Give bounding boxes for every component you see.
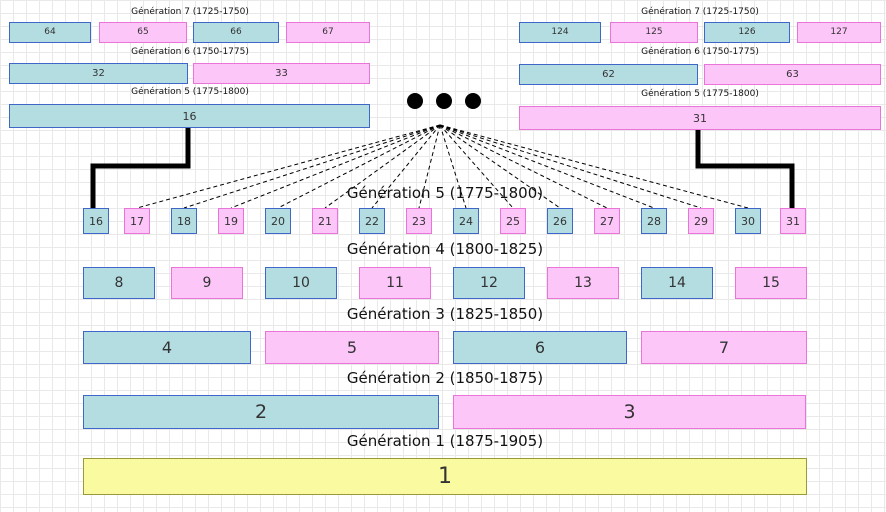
ancestor-box-25: 25 — [500, 208, 526, 234]
ancestor-box-64: 64 — [9, 22, 91, 43]
ancestor-box-22: 22 — [359, 208, 385, 234]
ancestor-box-127: 127 — [797, 22, 881, 43]
ellipsis-dot — [465, 93, 481, 109]
ancestor-box-26: 26 — [547, 208, 573, 234]
ancestor-box-12: 12 — [453, 267, 525, 299]
ancestor-box-21: 21 — [312, 208, 338, 234]
ancestor-box-15: 15 — [735, 267, 807, 299]
ancestor-box-32: 32 — [9, 63, 188, 84]
ancestor-box-29: 29 — [688, 208, 714, 234]
ancestor-box-16: 16 — [83, 208, 109, 234]
ancestor-box-125: 125 — [610, 22, 698, 43]
ancestor-box-66: 66 — [193, 22, 279, 43]
ancestor-box-30: 30 — [735, 208, 761, 234]
ancestor-box-23: 23 — [406, 208, 432, 234]
ancestor-box-18: 18 — [171, 208, 197, 234]
ancestor-box-124: 124 — [519, 22, 601, 43]
fan-line — [439, 124, 561, 209]
ancestor-box-65: 65 — [99, 22, 187, 43]
right-tree-generation-7-label: Génération 7 (1725-1750) — [641, 7, 759, 17]
ancestor-box-10: 10 — [265, 267, 337, 299]
ancestor-box-19: 19 — [218, 208, 244, 234]
ancestor-box-1: 1 — [83, 458, 807, 495]
fan-line — [324, 124, 441, 209]
ancestor-box-31: 31 — [519, 106, 881, 130]
left-tree-generation-6-label: Génération 6 (1750-1775) — [131, 47, 249, 57]
fan-line — [371, 124, 441, 209]
ancestor-box-16: 16 — [9, 104, 370, 128]
ancestor-box-20: 20 — [265, 208, 291, 234]
ellipsis-dot — [436, 93, 452, 109]
ancestor-box-4: 4 — [83, 331, 251, 364]
generation-4-label: Génération 4 (1800-1825) — [346, 240, 544, 258]
ancestor-box-63: 63 — [704, 64, 881, 85]
left-bracket-connector — [90, 128, 191, 208]
fan-line — [418, 124, 441, 209]
ancestor-box-126: 126 — [704, 22, 790, 43]
fan-line — [439, 124, 608, 209]
ancestor-box-7: 7 — [641, 331, 807, 364]
generation-5-label: Génération 5 (1775-1800) — [346, 184, 544, 202]
left-tree-generation-7-label: Génération 7 (1725-1750) — [131, 7, 249, 17]
generation-2-label: Génération 2 (1850-1875) — [346, 369, 544, 387]
ancestor-box-28: 28 — [641, 208, 667, 234]
ancestor-box-62: 62 — [519, 64, 698, 85]
ancestor-box-13: 13 — [547, 267, 619, 299]
ancestor-box-8: 8 — [83, 267, 155, 299]
generation-1-label: Génération 1 (1875-1905) — [346, 432, 544, 450]
right-bracket-connector — [695, 130, 795, 208]
right-tree-generation-5-label: Génération 5 (1775-1800) — [641, 89, 759, 99]
ancestor-box-24: 24 — [453, 208, 479, 234]
fan-line — [439, 124, 467, 209]
fan-line — [136, 124, 441, 209]
ancestor-box-67: 67 — [286, 22, 370, 43]
fan-line — [439, 124, 702, 209]
right-tree-generation-6-label: Génération 6 (1750-1775) — [641, 47, 759, 57]
ancestor-box-11: 11 — [359, 267, 431, 299]
ancestor-box-17: 17 — [124, 208, 150, 234]
fan-line — [183, 124, 441, 209]
left-tree-generation-5-label: Génération 5 (1775-1800) — [131, 87, 249, 97]
ancestor-box-31: 31 — [780, 208, 806, 234]
fan-line — [439, 124, 514, 209]
ancestor-box-3: 3 — [453, 395, 806, 429]
ancestor-box-14: 14 — [641, 267, 713, 299]
ancestor-box-5: 5 — [265, 331, 439, 364]
fan-line — [230, 124, 441, 209]
generation-3-label: Génération 3 (1825-1850) — [346, 305, 544, 323]
ancestor-box-6: 6 — [453, 331, 627, 364]
ancestor-box-2: 2 — [83, 395, 439, 429]
ancestor-box-27: 27 — [594, 208, 620, 234]
ellipsis-dot — [407, 93, 423, 109]
ancestor-box-9: 9 — [171, 267, 243, 299]
fan-line — [277, 124, 441, 209]
ancestor-box-33: 33 — [193, 63, 370, 84]
fan-line — [439, 124, 655, 209]
